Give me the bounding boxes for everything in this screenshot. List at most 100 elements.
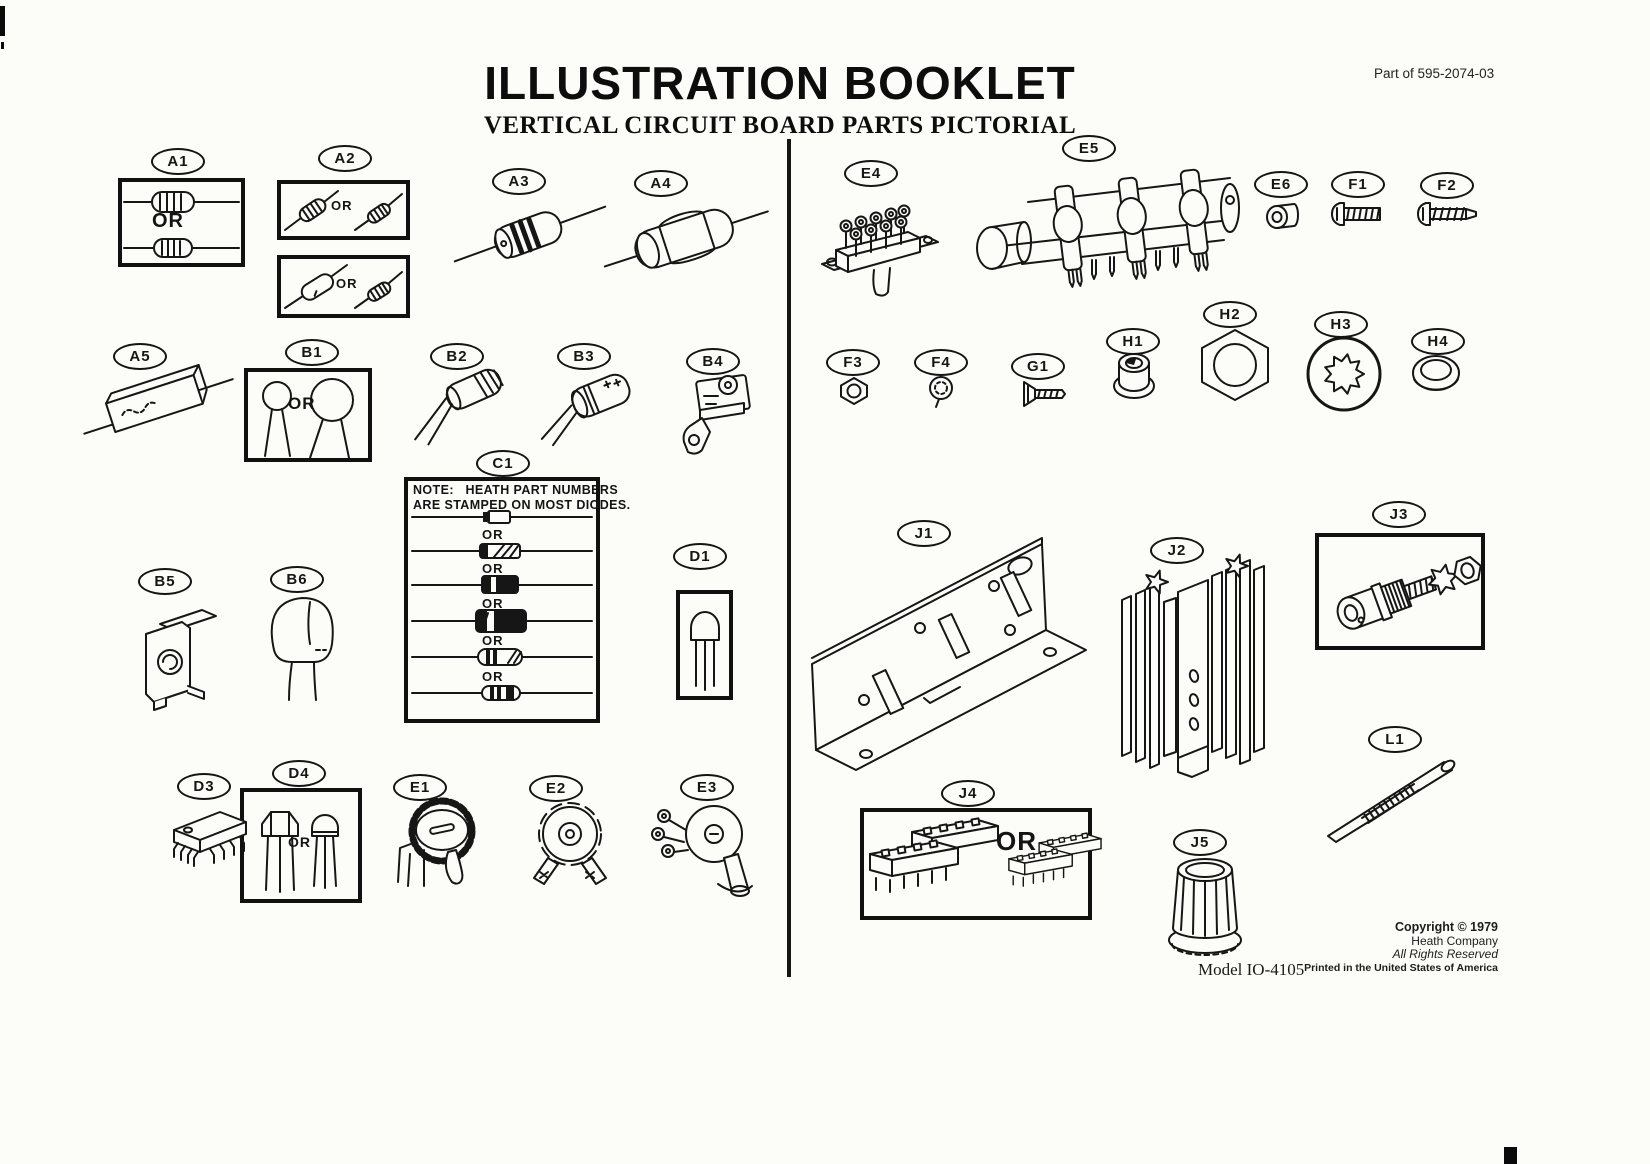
copyright-line3: All Rights Reserved (1392, 947, 1498, 961)
e1-trimmer-pot-illustration (397, 797, 476, 887)
h2-hex-nut-illustration (1201, 329, 1269, 401)
c1-or-label-2: OR (482, 561, 504, 576)
callout-j2: J2 (1150, 537, 1204, 564)
callout-f1: F1 (1331, 171, 1385, 198)
j3-outline-box (1315, 533, 1485, 650)
copyright-line2: Heath Company (1411, 933, 1498, 948)
callout-b1: B1 (285, 339, 339, 366)
copyright-line4: Printed in the United States of America (1304, 961, 1498, 974)
callout-e1: E1 (393, 774, 447, 801)
b3-capacitor-illustration (540, 373, 631, 447)
j4-or-label: OR (996, 826, 1037, 856)
b6-capacitor-illustration (270, 597, 334, 701)
e6-spacer-illustration (1266, 203, 1299, 229)
page-subtitle: VERTICAL CIRCUIT BOARD PARTS PICTORIAL (483, 112, 1077, 139)
callout-h2: H2 (1203, 301, 1257, 328)
callout-f4: F4 (914, 349, 968, 376)
a1-resistor-illustration (123, 191, 240, 258)
callout-f2: F2 (1420, 172, 1474, 199)
callout-a1: A1 (151, 148, 205, 175)
callout-h4: H4 (1411, 328, 1465, 355)
callout-a5: A5 (113, 343, 167, 370)
a2-resistor-illustration-2 (284, 264, 403, 309)
d4-or-label: OR (288, 834, 311, 850)
c1-or-label-1: OR (482, 527, 504, 542)
d4-outline-box (240, 788, 362, 903)
e2-control-illustration (533, 802, 607, 885)
copyright-block: Copyright © 1979 Heath Company All Right… (1290, 920, 1498, 975)
j2-heatsink-illustration (1121, 553, 1265, 778)
h1-bushing-illustration (1113, 353, 1155, 399)
callout-c1: C1 (476, 450, 530, 477)
l1-shaft-illustration (1327, 759, 1456, 843)
callout-j4: J4 (941, 780, 995, 807)
callout-b3: B3 (557, 343, 611, 370)
scan-artifact-top-left (0, 6, 5, 36)
center-divider-rule (787, 139, 791, 977)
b1-outline-box (244, 368, 372, 462)
c1-note-line2: ARE STAMPED ON MOST DIODES. (413, 498, 631, 512)
a2-resistor-illustration-1 (284, 190, 403, 231)
part-reference: Part of 595-2074-03 (1374, 66, 1495, 81)
j1-bracket-illustration (811, 537, 1087, 771)
callout-f3: F3 (826, 349, 880, 376)
c1-or-label-4: OR (482, 633, 504, 648)
e4-slide-switch-illustration (821, 204, 939, 297)
a4-resistor-illustration (603, 208, 769, 269)
callout-h1: H1 (1106, 328, 1160, 355)
j4-ic-socket-illustration (869, 817, 1102, 893)
b4-component-illustration (682, 374, 751, 455)
h4-ring-illustration (1412, 355, 1460, 391)
c1-or-label-5: OR (482, 669, 504, 684)
b1-capacitor-illustration (262, 378, 354, 459)
a2-or-label-2: OR (336, 276, 358, 291)
g1-flathead-screw-illustration (1023, 381, 1066, 407)
d4-transistor-illustration (261, 811, 339, 893)
f4-lockwasher-illustration (929, 376, 953, 408)
d3-ic-illustration (173, 811, 247, 867)
scan-artifact-bottom-right (1504, 1147, 1517, 1164)
callout-j3: J3 (1372, 501, 1426, 528)
f1-screw-illustration (1331, 202, 1381, 226)
callout-e2: E2 (529, 775, 583, 802)
callout-b6: B6 (270, 566, 324, 593)
callout-b2: B2 (430, 343, 484, 370)
f3-hex-nut-illustration (840, 377, 868, 405)
callout-l1: L1 (1368, 726, 1422, 753)
callout-a2: A2 (318, 145, 372, 172)
copyright-line1: Copyright © 1979 (1395, 920, 1498, 934)
f2-screw-illustration (1417, 202, 1477, 226)
a2-or-label-1: OR (331, 198, 353, 213)
callout-e4: E4 (844, 160, 898, 187)
callout-b5: B5 (138, 568, 192, 595)
b1-or-label: OR (288, 394, 316, 413)
callout-g1: G1 (1011, 353, 1065, 380)
c1-note-line1: NOTE: HEATH PART NUMBERS (413, 483, 619, 497)
j3-bnc-connector-illustration (1336, 555, 1482, 630)
callout-e3: E3 (680, 774, 734, 801)
c1-diode-illustrations (411, 510, 593, 701)
callout-d1: D1 (673, 543, 727, 570)
callout-j1: J1 (897, 520, 951, 547)
callout-j5: J5 (1173, 829, 1227, 856)
callout-b4: B4 (686, 348, 740, 375)
b2-capacitor-illustration (414, 368, 504, 446)
j5-knob-illustration (1168, 858, 1242, 956)
scan-artifact-dot (1, 42, 4, 49)
model-number: Model IO-4105 (1198, 960, 1305, 979)
callout-e5: E5 (1062, 135, 1116, 162)
callout-e6: E6 (1254, 171, 1308, 198)
callout-a3: A3 (492, 168, 546, 195)
callout-d4: D4 (272, 760, 326, 787)
page-title: ILLUSTRATION BOOKLET (484, 57, 1076, 109)
a1-or-label: OR (152, 210, 184, 232)
callout-h3: H3 (1314, 311, 1368, 338)
e3-potentiometer-illustration (651, 805, 753, 897)
a3-resistor-illustration (453, 205, 607, 263)
a5-resistor-illustration (83, 364, 234, 435)
h3-lockwasher-illustration (1306, 336, 1382, 412)
callout-d3: D3 (177, 773, 231, 800)
c1-or-label-3: OR (482, 596, 504, 611)
d1-transistor-illustration (690, 611, 720, 691)
